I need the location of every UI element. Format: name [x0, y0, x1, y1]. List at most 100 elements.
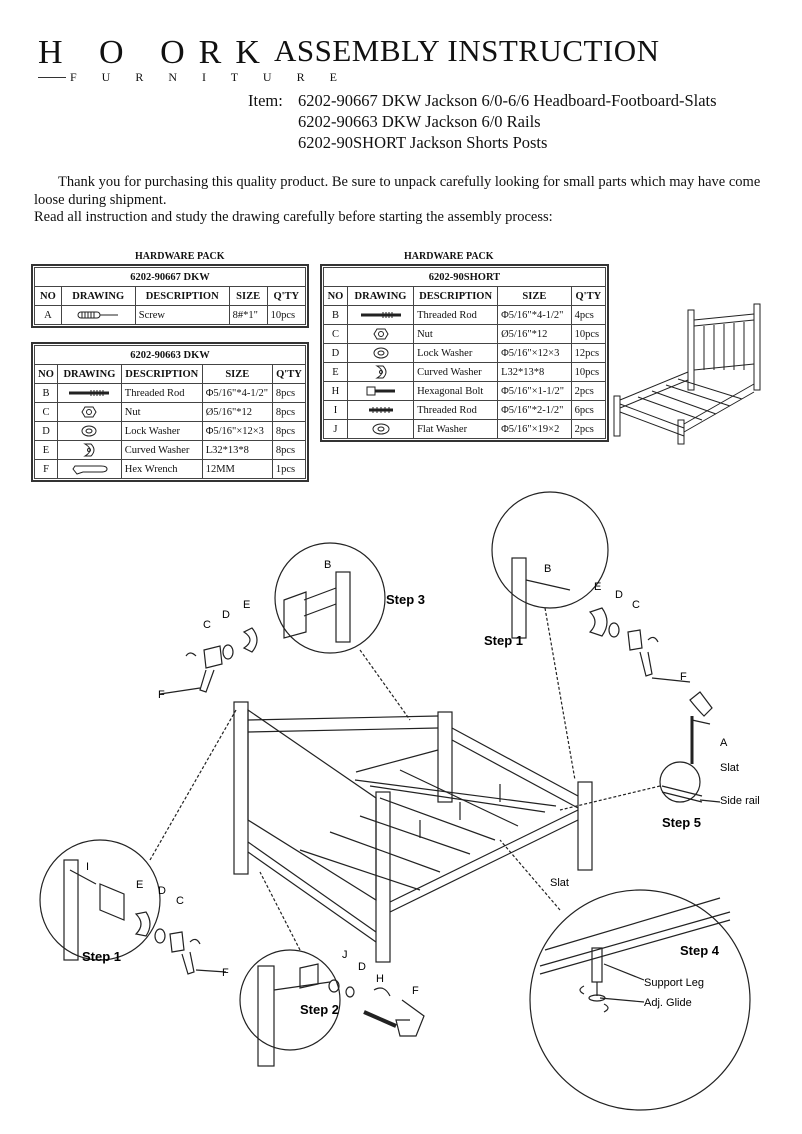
hex-bolt-icon: [346, 381, 415, 401]
col-description: DESCRIPTION: [134, 286, 230, 306]
col-qty: Q'TY: [266, 286, 307, 306]
hardware-table-90short: 6202-90SHORT NO DRAWING DESCRIPTION SIZE…: [320, 264, 609, 442]
bed-thumbnail-illustration: [613, 303, 761, 445]
hardware-table-90667: 6202-90667 DKW NO DRAWING DESCRIPTION SI…: [31, 264, 309, 328]
logo-rule: [38, 77, 66, 78]
table-caption: 6202-90667 DKW: [34, 267, 306, 287]
col-size: SIZE: [228, 286, 268, 306]
part-letter: F: [222, 967, 229, 979]
step-label: Step 3: [386, 592, 425, 607]
hardware-table-90663: 6202-90663 DKW NO DRAWING DESCRIPTION SI…: [31, 342, 309, 482]
adj-glide-label: Adj. Glide: [644, 997, 692, 1009]
part-description: Lock Washer: [413, 343, 499, 363]
slat-label: Slat: [550, 877, 569, 889]
part-qty: 2pcs: [570, 419, 607, 439]
table-row: A Screw 8#*1" 10pcs: [34, 305, 307, 325]
hex-wrench-icon: [57, 459, 122, 479]
headboard: [233, 701, 391, 963]
part-letter: E: [243, 599, 250, 611]
zoom-circle-step2: [239, 949, 341, 1051]
part-qty: 8pcs: [271, 440, 307, 460]
part-no: D: [33, 421, 59, 441]
table-row: E Curved Washer L32*13*8 10pcs: [323, 362, 607, 382]
part-letter: J: [342, 949, 348, 961]
brand-logo: H O ORK: [38, 34, 274, 71]
threaded-rod-icon: [57, 383, 122, 403]
part-no: B: [323, 305, 348, 325]
part-description: Nut: [120, 402, 203, 422]
table-row: J Flat Washer Φ5/16"×19×2 2pcs: [323, 419, 607, 439]
flat-washer-icon: [346, 419, 415, 439]
zoom-circle-step5: [659, 761, 701, 803]
intro-paragraph: Read all instruction and study the drawi…: [34, 209, 553, 225]
part-size: 8#*1": [228, 305, 268, 325]
part-size: Φ5/16"*4-1/2": [201, 383, 273, 403]
part-description: Threaded Rod: [413, 305, 499, 325]
part-letter: E: [136, 879, 143, 891]
part-no: A: [34, 305, 62, 325]
item-line: 6202-90663 DKW Jackson 6/0 Rails: [298, 112, 541, 131]
side-rail-label: Side rail: [720, 795, 760, 807]
col-size: SIZE: [497, 286, 572, 306]
part-description: Hexagonal Bolt: [413, 381, 499, 401]
item-list: Item: 6202-90667 DKW Jackson 6/0-6/6 Head…: [248, 90, 717, 153]
part-no: C: [323, 324, 348, 344]
part-qty: 4pcs: [570, 305, 607, 325]
part-qty: 10pcs: [570, 362, 607, 382]
item-line: 6202-90667 DKW Jackson 6/0-6/6 Headboard…: [298, 91, 717, 110]
part-description: Flat Washer: [413, 419, 499, 439]
intro-text: Thank you for purchasing this quality pr…: [34, 174, 764, 227]
part-description: Curved Washer: [120, 440, 203, 460]
part-qty: 8pcs: [271, 421, 307, 441]
part-no: J: [323, 419, 348, 439]
part-letter: E: [594, 581, 601, 593]
part-size: Ø5/16"*12: [201, 402, 273, 422]
part-letter: C: [632, 599, 640, 611]
hardware-pack-label: HARDWARE PACK: [404, 251, 494, 262]
part-qty: 8pcs: [271, 383, 307, 403]
part-qty: 10pcs: [266, 305, 307, 325]
part-letter: F: [412, 985, 419, 997]
zoom-circle-step4: [529, 889, 751, 1111]
part-no: H: [323, 381, 348, 401]
part-letter: B: [544, 563, 551, 575]
table-row: B Threaded Rod Φ5/16"*4-1/2" 4pcs: [323, 305, 607, 325]
part-size: Φ5/16"×1-1/2": [497, 381, 572, 401]
col-qty: Q'TY: [570, 286, 607, 306]
part-size: Ø5/16"*12: [497, 324, 572, 344]
part-letter: F: [680, 671, 687, 683]
slat-label: Slat: [720, 762, 739, 774]
step-label: Step 4: [680, 943, 720, 958]
lock-washer-icon: [57, 421, 122, 441]
table-row: D Lock Washer Φ5/16"×12×3 8pcs: [33, 421, 307, 441]
part-description: Lock Washer: [120, 421, 203, 441]
step-label: Step 1: [82, 949, 121, 964]
col-qty: Q'TY: [271, 364, 307, 384]
item-label: Item:: [248, 91, 283, 110]
part-size: Φ5/16"*2-1/2": [497, 400, 572, 420]
side-rails: [247, 715, 579, 913]
part-letter: I: [86, 861, 89, 873]
part-letter: H: [376, 973, 384, 985]
part-size: Φ5/16"×12×3: [497, 343, 572, 363]
assembly-diagram: Step 3 Step 1 Step 1 Step 5 Step 4 Step …: [39, 491, 760, 1111]
part-letter: F: [158, 689, 165, 701]
part-no: F: [33, 459, 59, 479]
document-title: ASSEMBLY INSTRUCTION: [274, 33, 660, 68]
step-label: Step 1: [484, 633, 523, 648]
table-row: C Nut Ø5/16"*12 10pcs: [323, 324, 607, 344]
table-caption: 6202-90663 DKW: [34, 345, 306, 365]
part-qty: 2pcs: [570, 381, 607, 401]
support-leg-label: Support Leg: [644, 977, 704, 989]
curved-washer-icon: [57, 440, 122, 460]
screw-icon: [60, 305, 136, 325]
table-row: F Hex Wrench 12MM 1pcs: [33, 459, 307, 479]
col-size: SIZE: [201, 364, 273, 384]
brand-logo-subtitle: F U R N I T U R E: [70, 70, 348, 84]
part-letter: D: [358, 961, 366, 973]
part-no: D: [323, 343, 348, 363]
part-letter: D: [222, 609, 230, 621]
col-no: NO: [33, 364, 59, 384]
lock-washer-icon: [346, 343, 415, 363]
part-no: C: [33, 402, 59, 422]
